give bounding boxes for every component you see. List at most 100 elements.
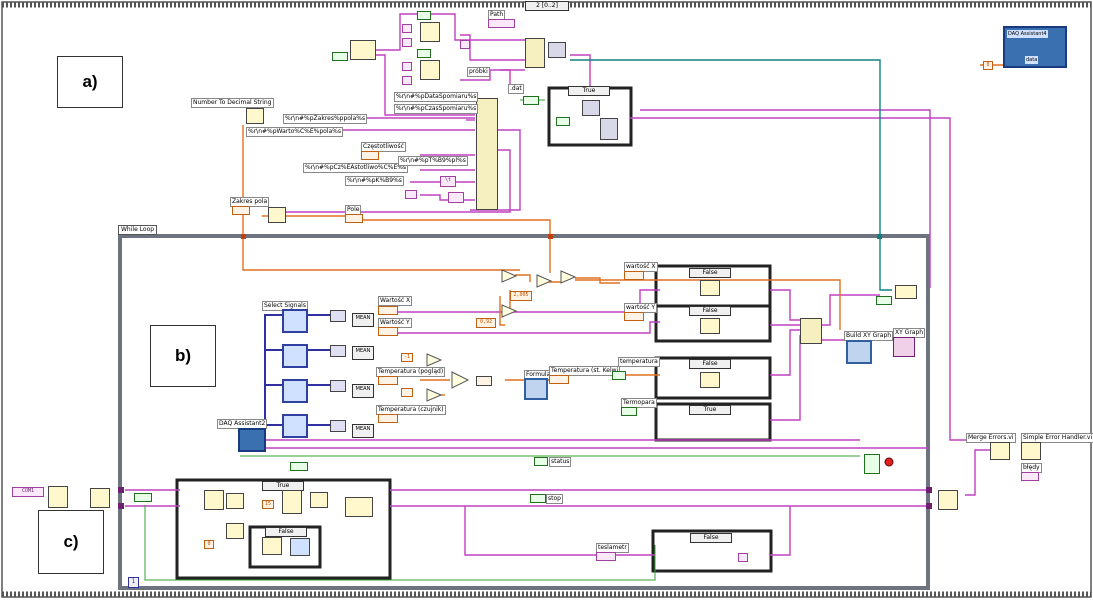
mean-node-2[interactable]: MEAN — [352, 346, 374, 360]
convert-node-3[interactable] — [330, 380, 346, 392]
date-node-1[interactable] — [350, 40, 376, 60]
save-bool[interactable] — [556, 117, 570, 126]
com1-control[interactable]: COM1 — [12, 487, 44, 497]
serial-bool[interactable] — [134, 493, 152, 502]
panel-label-a: a) — [57, 56, 123, 108]
daq-assistant2-node[interactable] — [238, 428, 266, 452]
termopara-label: Termopara — [621, 398, 657, 408]
serial-const-15[interactable]: 15 — [262, 500, 274, 509]
case-selector-temp[interactable]: False — [689, 359, 731, 369]
sequence-frame-selector[interactable]: 2 [0..2] — [525, 1, 569, 11]
tab-constant-3[interactable] — [448, 192, 464, 203]
bool-const-2[interactable] — [417, 11, 431, 20]
temperatura-poglad-label: Temperatura (pogląd) — [376, 367, 446, 377]
bool-const-loop[interactable] — [290, 462, 308, 471]
case-y-node[interactable] — [700, 318, 720, 334]
serial-node-4[interactable] — [282, 490, 302, 514]
select-signals-node-2[interactable] — [282, 344, 308, 368]
format-string-date: %r\n#%pDataSpomiaru%s — [394, 92, 479, 102]
constant-2005[interactable]: 2,005 — [510, 291, 532, 301]
build-path-node[interactable] — [525, 38, 545, 68]
serial-node-5[interactable] — [310, 492, 328, 508]
tab-constant-1[interactable] — [405, 190, 417, 199]
zakres-node[interactable] — [268, 207, 286, 223]
format-node-1[interactable] — [420, 22, 440, 42]
pink-const-e[interactable] — [460, 40, 470, 49]
format-node-2[interactable] — [420, 60, 440, 80]
select-signals-node-4[interactable] — [282, 414, 308, 438]
save-case-selector[interactable]: True — [568, 86, 610, 96]
temperatura-czujnik-label: Temperatura (czujnik) — [376, 405, 446, 415]
temperatura-poglad-control[interactable] — [378, 376, 398, 385]
serial-node-3[interactable] — [226, 523, 244, 539]
zakres-pola-control[interactable] — [232, 206, 250, 215]
probki-label: próbki — [467, 67, 490, 77]
pink-const-d[interactable] — [402, 76, 412, 85]
save-node-2[interactable] — [600, 118, 618, 140]
convert-node-4[interactable] — [330, 420, 346, 432]
daq-assistant4-node[interactable]: DAQ Assistant4 data — [1003, 26, 1067, 68]
mean-node-3[interactable]: MEAN — [352, 384, 374, 398]
select-signals-node-1[interactable] — [282, 309, 308, 333]
convert-node-1[interactable] — [330, 310, 346, 322]
select-signals-node-3[interactable] — [282, 379, 308, 403]
build-xy-node[interactable] — [846, 340, 872, 364]
or-node[interactable] — [864, 454, 880, 474]
path-constant[interactable] — [488, 19, 515, 28]
visa-open-node[interactable] — [90, 488, 110, 508]
czestotliwosc-control[interactable] — [361, 151, 379, 160]
bool-const-left[interactable] — [523, 96, 539, 105]
bool-const-3[interactable] — [417, 49, 431, 58]
formula-node[interactable] — [524, 378, 548, 400]
pink-const-a[interactable] — [402, 24, 412, 33]
convert-node-temp[interactable] — [476, 376, 492, 386]
number-to-decimal-node[interactable] — [246, 108, 264, 124]
convert-node-2[interactable] — [330, 345, 346, 357]
case-selector-teslametr[interactable]: False — [690, 533, 732, 543]
bool-const-top[interactable] — [332, 52, 348, 61]
constant-small-1[interactable] — [401, 388, 413, 397]
bundle-node[interactable] — [800, 318, 822, 344]
serial-node-6[interactable] — [345, 497, 373, 517]
merge-errors-node[interactable] — [990, 442, 1010, 460]
tab-constant-2[interactable]: \t — [440, 176, 456, 187]
simple-error-node[interactable] — [1021, 442, 1041, 460]
daq4-input-constant[interactable]: 0 — [983, 61, 993, 70]
constant-minus-one[interactable]: -1 — [401, 353, 413, 362]
constant-092[interactable]: 0,92 — [476, 318, 496, 328]
case-x-node[interactable] — [700, 280, 720, 296]
loop-bool-const[interactable] — [876, 296, 892, 305]
bool-const-temp[interactable] — [612, 371, 626, 380]
teal-wires — [570, 59, 892, 291]
case-structure-teslametr — [651, 529, 773, 573]
file-write-node[interactable] — [548, 42, 566, 58]
case-selector-serial-inner[interactable]: False — [265, 527, 307, 537]
case-temp-node[interactable] — [700, 372, 720, 388]
mean-node-1[interactable]: MEAN — [352, 313, 374, 327]
xy-graph-indicator — [893, 337, 915, 357]
loop-tunnel-teal — [877, 234, 882, 239]
wartosc-y2-control[interactable] — [624, 312, 644, 321]
serial-inner-node[interactable] — [262, 537, 282, 555]
number-to-decimal-label: Number To Decimal String — [191, 98, 274, 108]
pink-const-b[interactable] — [402, 38, 412, 47]
serial-const-0[interactable]: 0 — [204, 540, 214, 549]
concatenate-strings-node[interactable] — [476, 98, 498, 210]
mean-node-4[interactable]: MEAN — [352, 424, 374, 438]
loop-counter-node[interactable] — [895, 285, 917, 299]
save-node-1[interactable] — [582, 100, 600, 116]
serial-node-2[interactable] — [226, 493, 244, 509]
serial-inner-node-2[interactable] — [290, 538, 310, 556]
termopara-control[interactable] — [621, 407, 637, 416]
case-selector-y[interactable]: False — [689, 306, 731, 316]
wartosc-x2-control[interactable] — [624, 271, 644, 280]
pink-const-c[interactable] — [402, 62, 412, 71]
simple-error-label: Simple Error Handler.vi — [1021, 433, 1093, 443]
visa-config-node[interactable] — [48, 486, 68, 508]
pole-control[interactable] — [345, 214, 363, 223]
case-selector-termopara[interactable]: True — [689, 405, 731, 415]
case-selector-x[interactable]: False — [689, 268, 731, 278]
visa-close-node[interactable] — [938, 490, 958, 510]
serial-node-1[interactable] — [204, 490, 224, 510]
